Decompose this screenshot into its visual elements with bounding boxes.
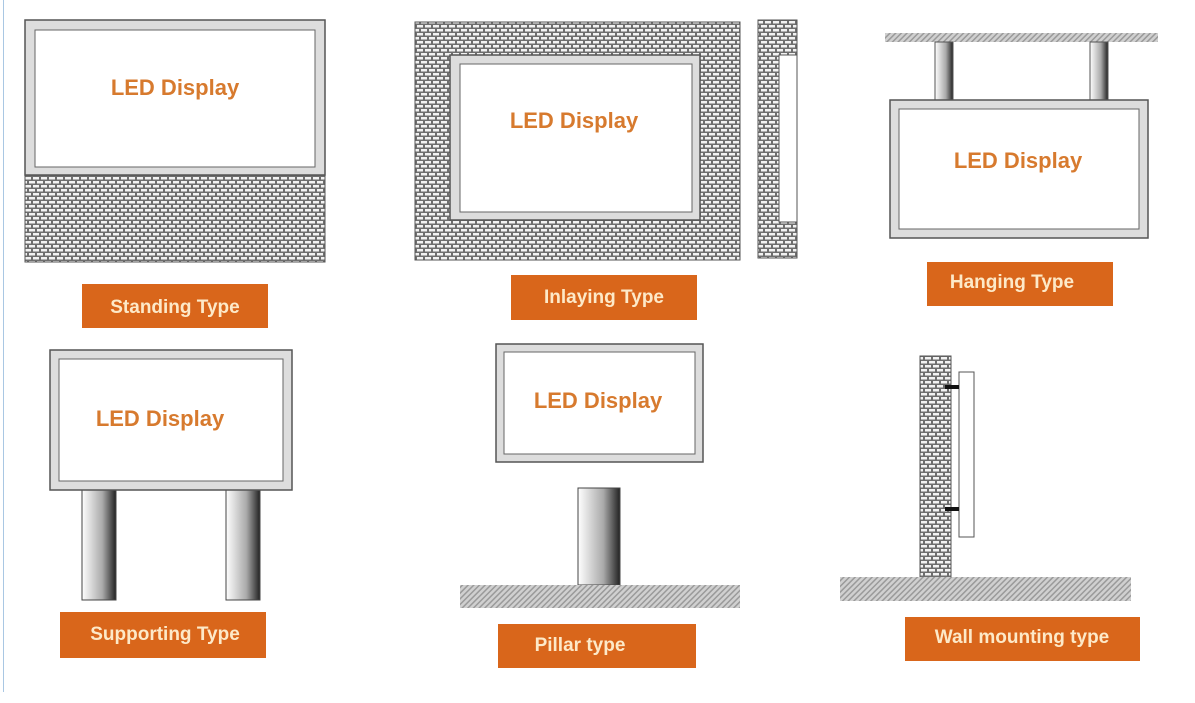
hanging-type-illustration: LED Display Hanging Type (885, 33, 1158, 306)
led-display-text: LED Display (96, 406, 225, 431)
supporting-type-label: Supporting Type (90, 624, 240, 645)
inlaying-type-label: Inlaying Type (544, 287, 664, 308)
led-display-text: LED Display (534, 388, 663, 413)
wall (919, 355, 952, 579)
ground (840, 577, 1131, 601)
display-screen (34, 29, 316, 168)
display-screen (898, 108, 1140, 230)
mounting-bracket (945, 507, 959, 511)
led-display-text: LED Display (510, 108, 639, 133)
inlaying-type-illustration: LED Display Inlaying Type (414, 19, 798, 320)
led-display-text: LED Display (954, 148, 1083, 173)
display-screen (459, 63, 693, 213)
pillar-type-label: Pillar type (535, 635, 626, 656)
left-border-line (3, 0, 4, 692)
label-box (82, 284, 268, 328)
support-leg (225, 489, 261, 601)
ground (460, 585, 740, 608)
label-box (905, 617, 1140, 661)
ceiling (885, 33, 1158, 42)
label-box (60, 612, 266, 658)
side-view-display (958, 371, 975, 538)
hanging-rod (1089, 41, 1109, 103)
wall-mounting-type-label: Wall mounting type (935, 627, 1110, 648)
side-view-display (778, 54, 798, 223)
hanging-rod (934, 41, 954, 103)
led-display-text: LED Display (111, 75, 240, 100)
wall-mounting-type-illustration: Wall mounting type (840, 355, 1140, 661)
standing-type-label: Standing Type (110, 297, 239, 318)
display-screen (503, 351, 696, 455)
label-box (511, 275, 697, 320)
hanging-type-label: Hanging Type (950, 272, 1074, 293)
label-box (927, 262, 1113, 306)
standing-type-illustration: LED Display Standing Type (24, 19, 326, 328)
pillar-type-illustration: LED Display Pillar type (460, 343, 740, 668)
display-screen (58, 358, 284, 482)
brick-base (24, 174, 326, 263)
support-leg (81, 489, 117, 601)
pillar (577, 487, 621, 586)
mounting-bracket (945, 385, 959, 389)
supporting-type-illustration: LED Display Supporting Type (49, 349, 293, 658)
label-box (498, 624, 696, 668)
